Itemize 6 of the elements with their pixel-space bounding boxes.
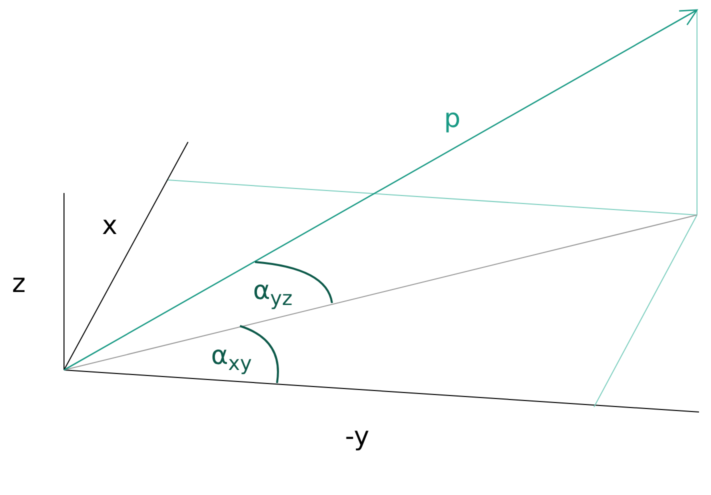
angle-label: α$_{yz}$ [253, 278, 292, 308]
angle-label: α$_{xy}$ [211, 343, 252, 373]
axis-label: z [12, 271, 26, 297]
vector-label: p [444, 106, 461, 132]
axis-label: x [102, 213, 118, 239]
axis-label: -y [345, 424, 370, 450]
